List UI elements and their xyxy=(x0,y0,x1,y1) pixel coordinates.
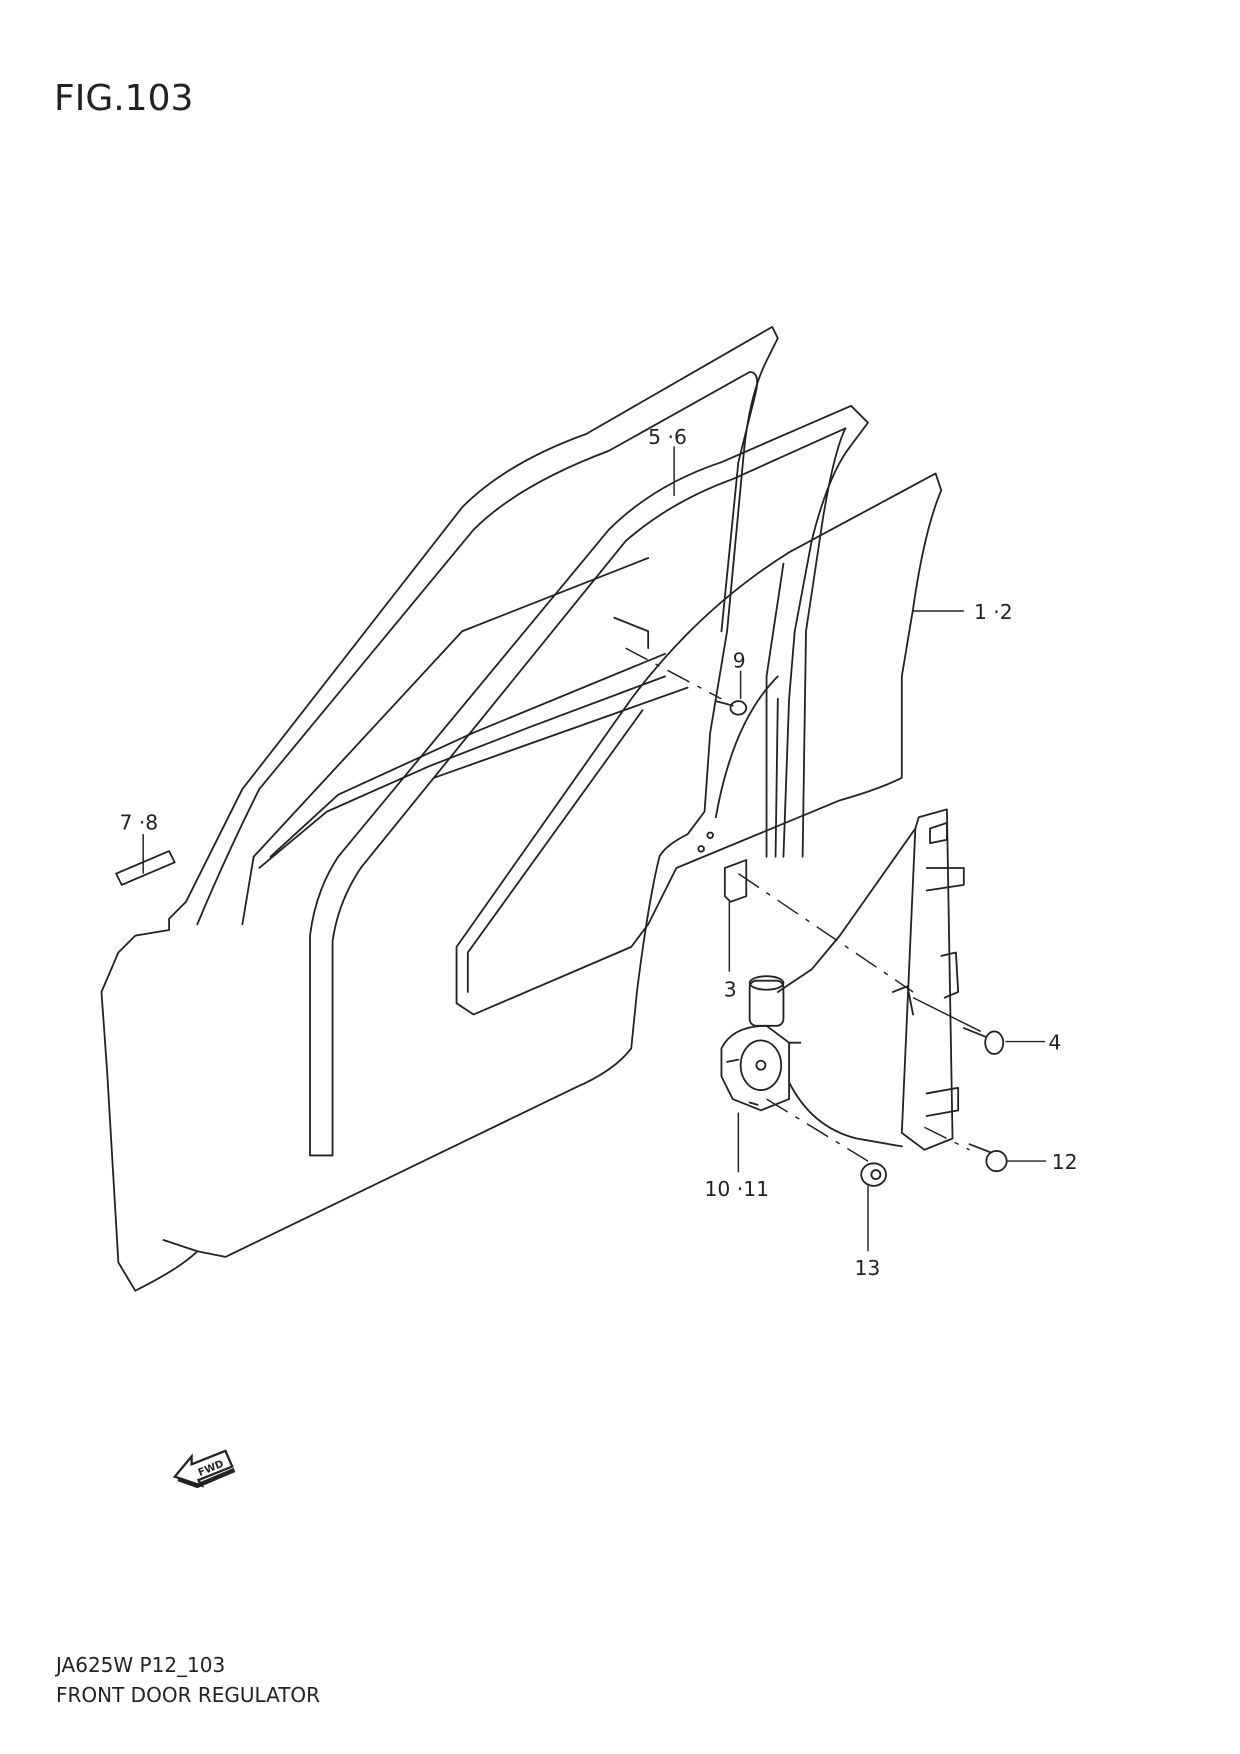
bolt-12 xyxy=(968,1143,1008,1173)
bolt-9 xyxy=(625,647,748,716)
callout-10-11: 10 ·11 xyxy=(705,1177,770,1201)
fwd-arrow-icon: FWD xyxy=(172,1449,236,1489)
window-regulator xyxy=(697,808,970,1162)
front-door-panel xyxy=(100,326,779,1292)
door-glass xyxy=(455,472,943,1016)
outer-weatherstrip-molding xyxy=(115,850,176,886)
figure-description: FRONT DOOR REGULATOR xyxy=(56,1683,321,1707)
callout-7-8: 7 ·8 xyxy=(120,811,159,835)
screw-4 xyxy=(912,996,1005,1055)
callout-9: 9 xyxy=(733,648,746,672)
model-code: JA625W P12_103 xyxy=(56,1653,226,1677)
callout-3: 3 xyxy=(724,977,737,1001)
callout-13: 13 xyxy=(854,1256,880,1280)
nut-13 xyxy=(860,1162,887,1187)
figure-title: FIG.103 xyxy=(54,78,194,119)
callout-12: 12 xyxy=(1052,1150,1078,1174)
callout-1-2: 1 ·2 xyxy=(974,600,1013,624)
door-glass-run-channel xyxy=(309,404,869,1157)
callout-4: 4 xyxy=(1048,1030,1061,1054)
figure-footer: JA625W P12_103 FRONT DOOR REGULATOR xyxy=(56,1650,320,1710)
callout-5-6: 5 ·6 xyxy=(648,425,687,449)
callout-leaders xyxy=(142,446,1047,1252)
